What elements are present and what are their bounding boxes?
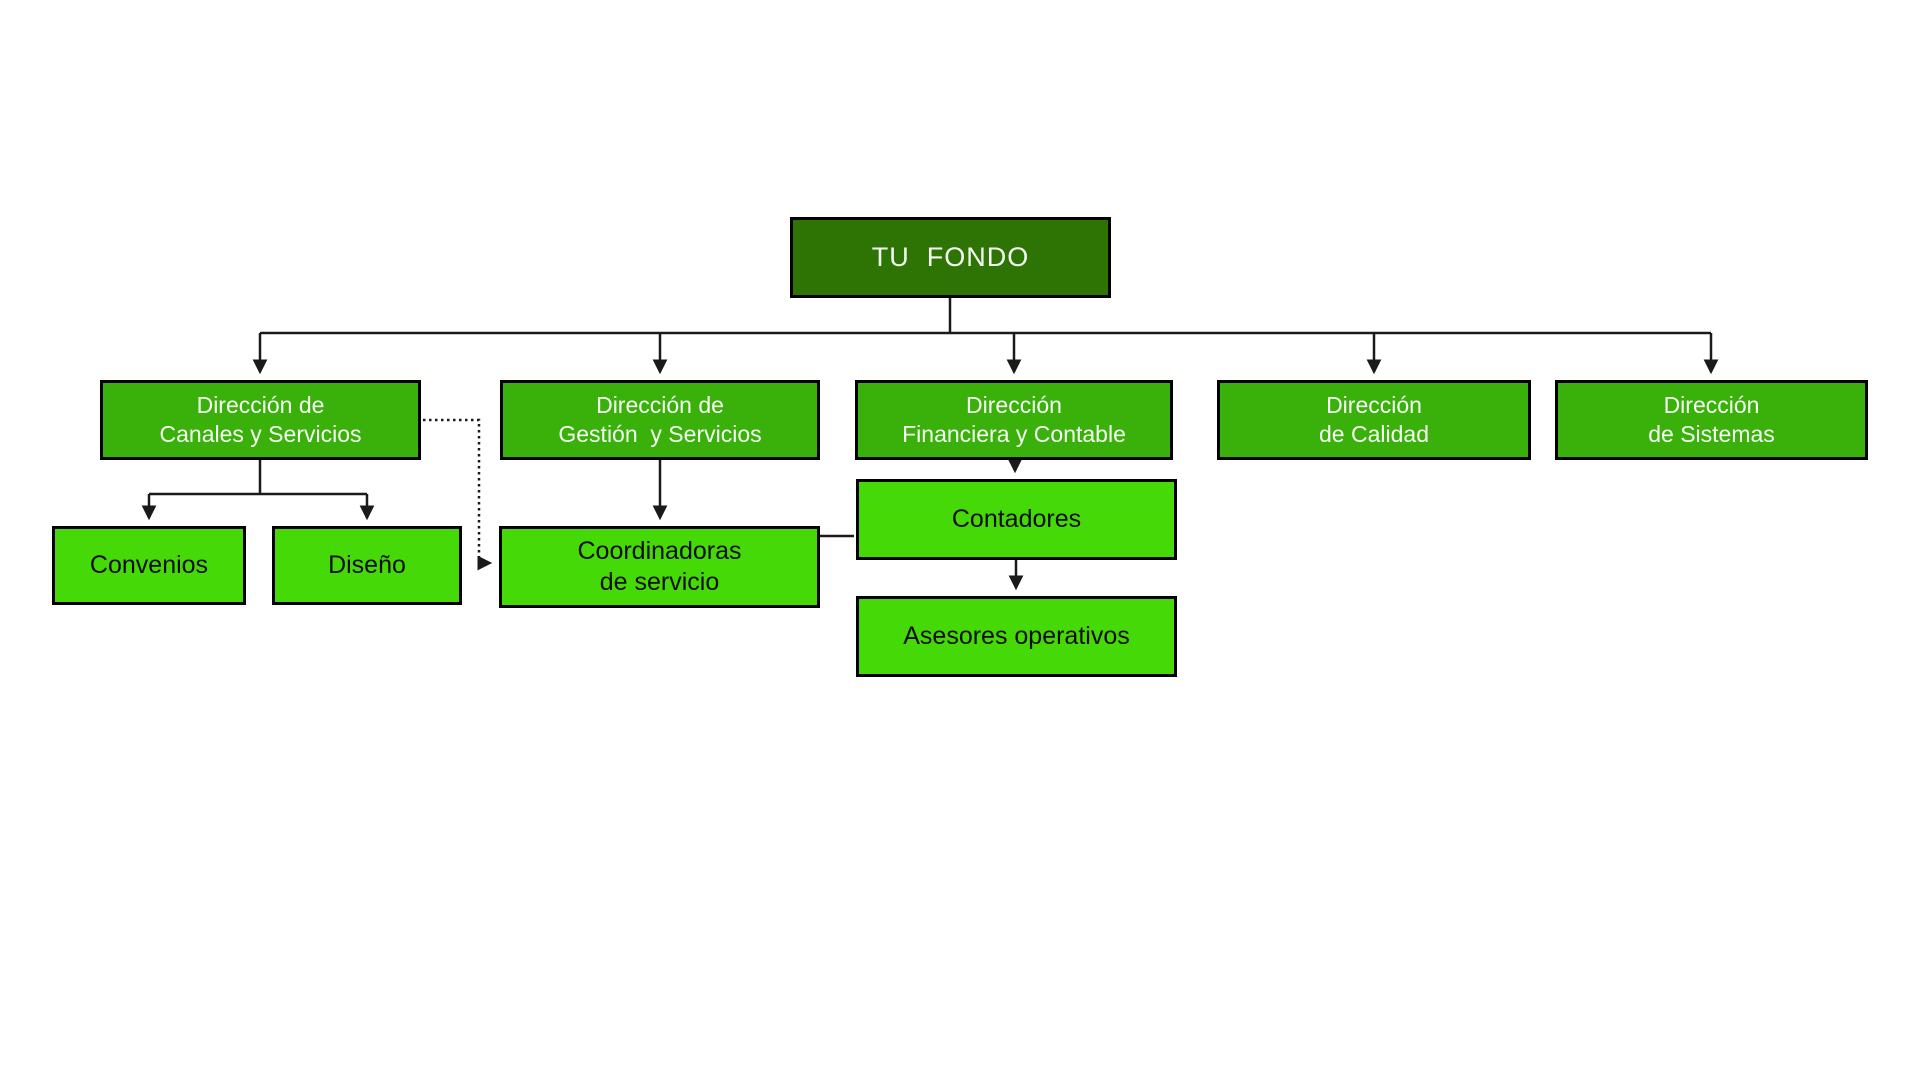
org-node-direccion-sistemas: Dirección de Sistemas — [1555, 380, 1868, 460]
org-node-label: Dirección de Calidad — [1319, 392, 1429, 447]
org-node-direccion-gestion-servicios: Dirección de Gestión y Servicios — [500, 380, 820, 460]
org-node-label: Diseño — [328, 550, 406, 579]
org-node-direccion-canales-servicios: Dirección de Canales y Servicios — [100, 380, 421, 460]
org-node-direccion-calidad: Dirección de Calidad — [1217, 380, 1531, 460]
org-node-label: Convenios — [89, 550, 209, 579]
org-node-label: Dirección Financiera y Contable — [902, 392, 1126, 447]
org-node-diseno: Diseño — [272, 526, 462, 605]
org-node-label: Dirección de Gestión y Servicios — [558, 392, 762, 447]
org-node-direccion-financiera-contable: Dirección Financiera y Contable — [855, 380, 1173, 460]
org-node-asesores-operativos: Asesores operativos — [856, 596, 1177, 677]
org-node-label: Dirección de Sistemas — [1648, 392, 1775, 447]
org-node-label: Asesores operativos — [903, 621, 1130, 650]
org-node-label: TU FONDO — [871, 242, 1030, 273]
org-node-label: Contadores — [951, 504, 1082, 533]
org-node-label: Coordinadoras de servicio — [577, 536, 742, 597]
org-node-coordinadoras-servicio: Coordinadoras de servicio — [499, 526, 820, 608]
org-node-label: Dirección de Canales y Servicios — [159, 392, 362, 447]
org-node-contadores: Contadores — [856, 479, 1177, 560]
org-node-convenios: Convenios — [52, 526, 246, 605]
org-node-tu-fondo: TU FONDO — [790, 217, 1111, 298]
